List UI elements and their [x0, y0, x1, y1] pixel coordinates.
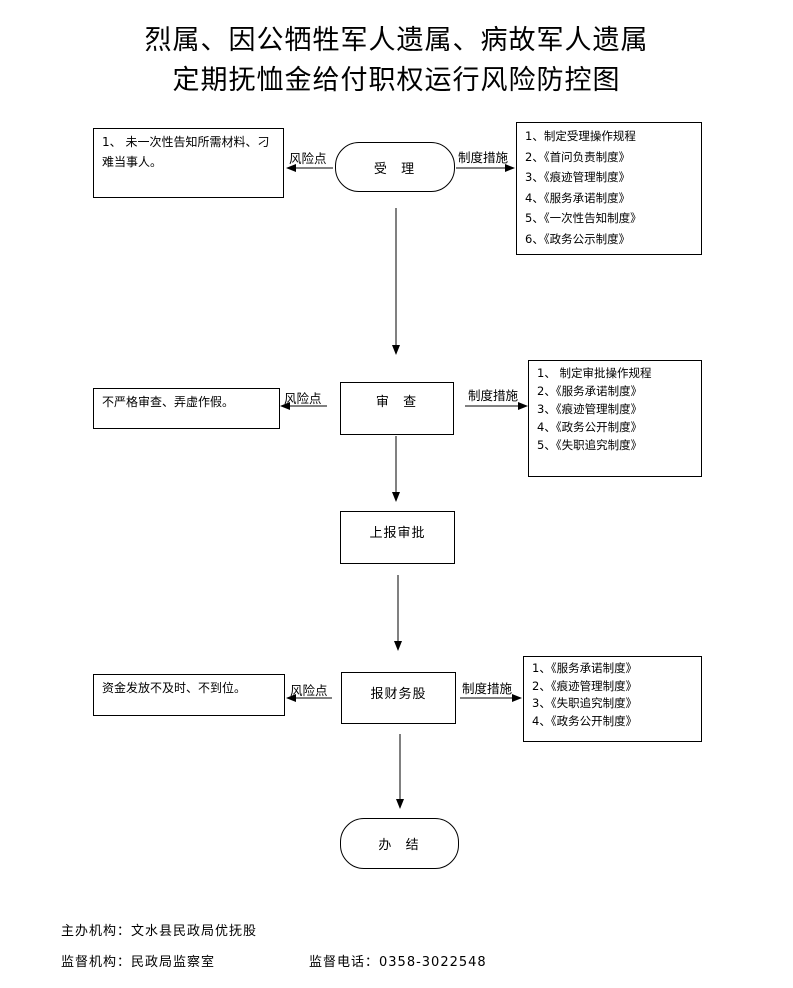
measure-item: 1、 制定审批操作规程: [537, 366, 652, 380]
footer-supervisor: 监督机构：民政局监察室: [61, 955, 216, 970]
risk-box-finance: 资金发放不及时、不到位。: [93, 674, 285, 716]
step-accept: 受 理: [335, 142, 455, 192]
step-finance-label: 报财务股: [370, 687, 427, 702]
measures-label-finance: 制度措施: [462, 681, 513, 696]
measure-item: 3、《痕迹管理制度》: [537, 402, 643, 416]
measures-box-finance: 1、《服务承诺制度》 2、《痕迹管理制度》 3、《失职追究制度》 4、《政务公开…: [523, 656, 702, 742]
step-report: 上报审批: [340, 511, 455, 564]
footer-sponsor: 主办机构：文水县民政局优抚股: [61, 924, 258, 939]
step-review: 审 查: [340, 382, 454, 435]
measure-item: 3、《失职追究制度》: [532, 696, 638, 710]
measure-item: 4、《政务公开制度》: [537, 420, 643, 434]
risk-accept-text: 1、 未一次性告知所需材料、刁难当事人。: [102, 135, 270, 169]
step-done: 办 结: [340, 818, 459, 869]
step-review-label: 审 查: [375, 395, 419, 410]
measure-item: 3、《痕迹管理制度》: [525, 170, 631, 184]
measure-item: 2、《服务承诺制度》: [537, 384, 643, 398]
measure-item: 4、《政务公开制度》: [532, 713, 638, 728]
step-done-label: 办 结: [378, 838, 421, 853]
measure-item: 2、《痕迹管理制度》: [532, 678, 638, 693]
risk-label-accept: 风险点: [289, 151, 327, 166]
risk-finance-text: 资金发放不及时、不到位。: [102, 681, 247, 695]
risk-label-review: 风险点: [284, 391, 322, 406]
risk-box-accept: 1、 未一次性告知所需材料、刁难当事人。: [93, 128, 284, 198]
risk-review-text: 不严格审查、弄虚作假。: [102, 395, 235, 409]
measure-item: 4、《服务承诺制度》: [525, 190, 631, 205]
risk-label-finance: 风险点: [290, 683, 328, 698]
footer-phone: 监督电话：0358-3022548: [309, 955, 487, 970]
measure-item: 5、《失职追究制度》: [537, 438, 643, 452]
step-report-label: 上报审批: [369, 526, 426, 541]
measures-label-review: 制度措施: [468, 388, 519, 403]
page-title-line1: 烈属、因公牺牲军人遗属、病故军人遗属: [144, 25, 649, 56]
measures-box-review: 1、 制定审批操作规程 2、《服务承诺制度》 3、《痕迹管理制度》 4、《政务公…: [528, 360, 702, 477]
measure-item: 1、《服务承诺制度》: [532, 661, 638, 675]
measures-label-accept: 制度措施: [458, 150, 509, 165]
measures-box-accept: 1、制定受理操作规程 2、《首问负责制度》 3、《痕迹管理制度》 4、《服务承诺…: [516, 122, 702, 255]
page-title-line2: 定期抚恤金给付职权运行风险防控图: [172, 65, 621, 96]
risk-box-review: 不严格审查、弄虚作假。: [93, 388, 280, 429]
measure-item: 2、《首问负责制度》: [525, 149, 631, 164]
measure-item: 1、制定受理操作规程: [525, 129, 636, 143]
measure-item: 5、《一次性告知制度》: [525, 211, 642, 225]
step-accept-label: 受 理: [373, 161, 417, 177]
step-finance: 报财务股: [341, 672, 456, 724]
measure-item: 6、《政务公示制度》: [525, 231, 631, 246]
